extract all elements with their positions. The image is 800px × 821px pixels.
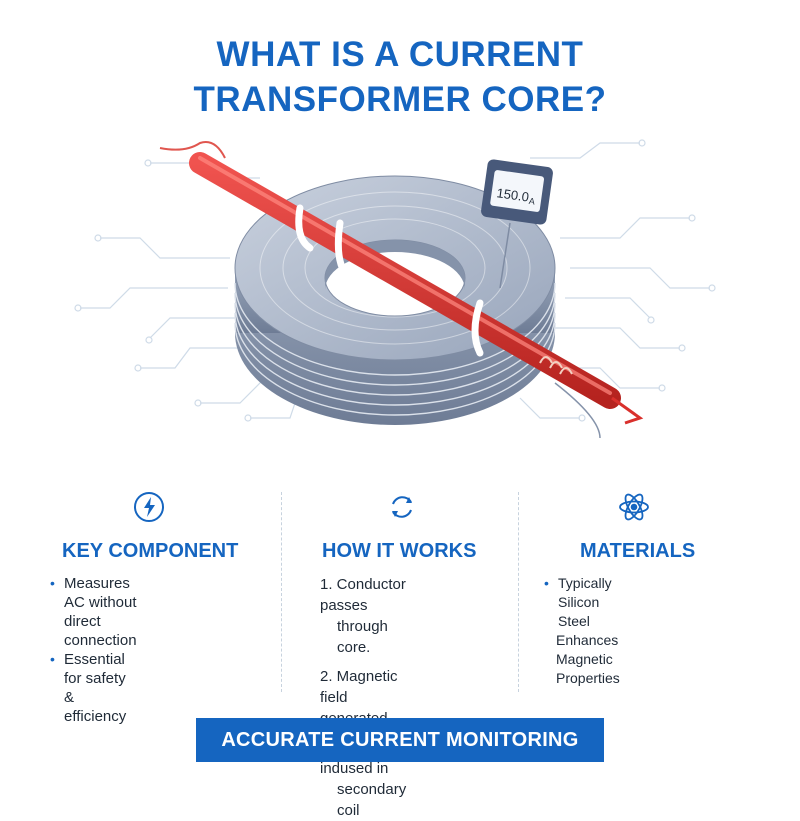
title-line-2: TRANSFORMER CORE?	[193, 80, 607, 119]
list-item: •Essential for safety & efficiency	[50, 651, 127, 725]
current-transformer-illustration: 150.0 A	[74, 139, 716, 439]
atom-icon	[617, 490, 651, 524]
page-title: WHAT IS A CURRENT TRANSFORMER CORE?	[0, 32, 800, 122]
meter-reading: 150.0	[496, 185, 530, 204]
bullet-icon: •	[50, 575, 55, 591]
list-item: •Measures AC without	[50, 575, 137, 611]
heading-how-it-works: HOW IT WORKS	[322, 540, 477, 562]
list-item: Enhances Magnetic Properties	[556, 632, 620, 686]
list-item: through core.	[337, 618, 388, 656]
cycle-arrows-icon	[385, 490, 419, 524]
column-divider	[281, 492, 282, 692]
secondary-winding	[539, 356, 573, 375]
meter-unit: A	[528, 196, 535, 207]
wire-clamps	[295, 204, 484, 357]
bottom-banner: ACCURATE CURRENT MONITORING	[196, 718, 604, 762]
column-divider	[518, 492, 519, 692]
bullet-icon: •	[50, 651, 55, 667]
list-item: secondary coil	[337, 781, 407, 819]
list-item: •Typically Silicon Steel	[544, 575, 612, 629]
list-item: direct connection	[64, 613, 137, 649]
heading-key-component: KEY COMPONENT	[62, 540, 239, 562]
list-item: 1. Conductor passes	[320, 576, 406, 614]
bullet-icon: •	[544, 575, 549, 591]
heading-materials: MATERIALS	[580, 540, 696, 562]
ammeter: 150.0 A	[481, 159, 553, 289]
lightning-bolt-icon	[132, 490, 166, 524]
title-line-1: WHAT IS A CURRENT	[216, 35, 584, 74]
